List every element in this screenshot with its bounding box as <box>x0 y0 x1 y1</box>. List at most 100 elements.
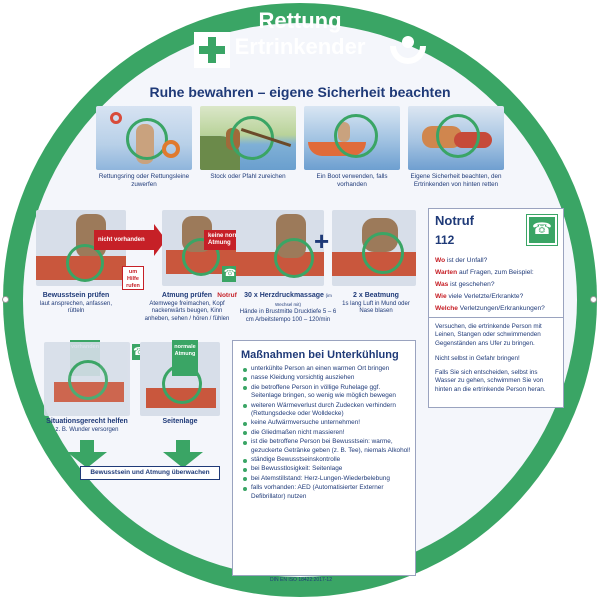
w-text: ist geschehen? <box>448 281 495 288</box>
first-aid-sequence: nicht vorhanden um Hilfe rufen keine nor… <box>36 210 416 340</box>
herzdruck-note: (im Wechsel mit) <box>275 293 332 307</box>
divider <box>429 317 563 318</box>
seitenlage-title: Seitenlage <box>162 418 198 425</box>
list-item: ständige Bewusstseinskontrolle <box>243 456 411 464</box>
notruf-phone-icon: ☎ <box>222 266 238 282</box>
list-item: die Gliedmaßen nicht massieren! <box>243 429 411 437</box>
w-item: Wo ist der Unfall? <box>435 255 561 267</box>
seitenlage-caption: Seitenlage <box>140 418 220 427</box>
notruf-para-1: Versuchen, die ertrinkende Person mit Le… <box>435 323 542 347</box>
herzdruck-caption: 30 x Herzdruckmassage (im Wechsel mit) H… <box>238 292 338 324</box>
massnahmen-list: unterkühlte Person an einen warmen Ort b… <box>233 365 415 501</box>
panel-eigene-sicherheit: Eigene Sicherheit beachten, den Ertrinke… <box>408 106 504 200</box>
massnahmen-box: Maßnahmen bei Unterkühlung unterkühlte P… <box>232 340 416 576</box>
beatmung-title: 2 x Beatmung <box>353 292 399 299</box>
arrow-down-icon <box>67 452 107 468</box>
um-hilfe-rufen-label: um Hilfe rufen <box>126 269 140 289</box>
w-key: Warten <box>435 269 458 276</box>
situation-title: Situationsgerecht helfen <box>46 418 128 425</box>
herzdruck-title: 30 x Herzdruckmassage <box>244 292 324 299</box>
herzdruck-desc: Hände in Brustmitte Drucktiefe 5 – 6 cm … <box>239 309 337 323</box>
caption-boot: Ein Boot verwenden, falls vorhanden <box>316 173 388 188</box>
w-item: Welche Verletzungen/Erkrankungen? <box>435 303 561 315</box>
list-item: die betroffene Person in völlige Ruhelag… <box>243 384 411 401</box>
recovery-section: vorhanden ☎ normale Atmung Situationsger… <box>40 340 220 480</box>
atmung-desc: Atemwege freimachen, Kopf nackenwärts be… <box>144 300 230 322</box>
situation-desc: z. B. Wunder versorgen <box>55 426 119 433</box>
panel-boot: Ein Boot verwenden, falls vorhanden <box>304 106 400 200</box>
list-item: unterkühlte Person an einen warmen Ort b… <box>243 365 411 373</box>
bewusstsein-illustration <box>36 210 126 286</box>
w-text: ist der Unfall? <box>445 257 488 264</box>
norm-label: DIN EN ISO 18422:2017-12 <box>270 577 332 583</box>
notruf-number: 112 <box>435 233 455 247</box>
caption-stock: Stock oder Pfahl zureichen <box>210 173 286 180</box>
monitor-box: Bewusstsein und Atmung überwachen <box>80 466 220 480</box>
list-item: weiteren Wärmeverlust durch Zudecken ver… <box>243 402 411 419</box>
mount-hole-left <box>2 296 9 303</box>
bewusstsein-title: Bewusstsein prüfen <box>42 292 110 299</box>
rescue-methods-row: Rettungsring oder Rettungsleine zuwerfen… <box>96 106 504 200</box>
atmung-title: Atmung prüfen <box>161 292 213 299</box>
arrow-down-right-stem <box>176 440 190 454</box>
beatmung-caption: 2 x Beatmung 1s lang Luft in Mund oder N… <box>336 292 416 316</box>
rettungsring-illustration <box>96 106 192 170</box>
svg-text:Deutsche Gesetzliche Unfallver: Deutsche Gesetzliche Unfallversicherung … <box>153 574 447 600</box>
w-key: Wie <box>435 293 447 300</box>
emergency-phone-icon: ☎ <box>526 214 558 246</box>
w-text: viele Verletzte/Erkrankte? <box>446 293 524 300</box>
w-questions: Wo ist der Unfall? Warten auf Fragen, zu… <box>435 255 561 315</box>
title-line-1: Rettung <box>258 8 342 33</box>
herzdruck-illustration <box>236 210 324 286</box>
w-key: Wo <box>435 257 446 264</box>
notruf-title: Notruf <box>435 213 474 228</box>
w-key: Welche <box>435 305 458 312</box>
notruf-box: Notruf 112 ☎ Wo ist der Unfall? Warten a… <box>428 208 564 408</box>
list-item: falls vorhanden: AED (Automatisierter Ex… <box>243 484 411 501</box>
list-item: keine Aufwärmversuche unternehmen! <box>243 419 411 427</box>
arrow-down-left-stem <box>80 440 94 454</box>
w-item: Wie viele Verletzte/Erkrankte? <box>435 291 561 303</box>
w-item: Warten auf Fragen, zum Beispiel: <box>435 267 561 279</box>
arrow-normale-atmung: normale Atmung <box>172 340 198 376</box>
panel-rettungsring: Rettungsring oder Rettungsleine zuwerfen <box>96 106 192 200</box>
boot-illustration <box>304 106 400 170</box>
eigene-sicherheit-illustration <box>408 106 504 170</box>
notruf-para-2: Nicht selbst in Gefahr bringen! <box>435 355 520 362</box>
atmung-caption: Atmung prüfen Atemwege freimachen, Kopf … <box>140 292 234 323</box>
panel-stock: Stock oder Pfahl zureichen <box>200 106 296 200</box>
mount-hole-right <box>590 296 597 303</box>
list-item: bei Bewusstlosigkeit: Seitenlage <box>243 465 411 473</box>
header: Rettung Ertrinkender <box>0 8 600 60</box>
beatmung-desc: 1s lang Luft in Mund oder Nase blasen <box>342 300 410 315</box>
list-item: ist die betroffene Person bei Bewusstsei… <box>243 438 411 455</box>
bewusstsein-desc: laut ansprechen, anfassen, rütteln <box>39 300 113 315</box>
situation-illustration <box>44 342 130 416</box>
w-text: Verletzungen/Erkrankungen? <box>457 305 545 312</box>
stock-illustration <box>200 106 296 170</box>
w-item: Was ist geschehen? <box>435 279 561 291</box>
notruf-para-3: Falls Sie sich entscheiden, selbst ins W… <box>435 369 546 393</box>
notruf-label: Notruf <box>217 292 237 299</box>
arrow-keine-atmung-label: keine normale Atmung <box>208 233 249 246</box>
w-key: Was <box>435 281 449 288</box>
beatmung-illustration <box>332 210 416 286</box>
list-item: nasse Kleidung vorsichtig ausziehen <box>243 374 411 382</box>
caption-eigene-sicherheit: Eigene Sicherheit beachten, den Ertrinke… <box>410 173 502 188</box>
arrow-nicht-vorhanden-label: nicht vorhanden <box>98 237 145 243</box>
situation-caption: Situationsgerecht helfen z. B. Wunder ve… <box>44 418 130 434</box>
first-aid-cross-icon <box>194 32 230 68</box>
arrow-down-icon <box>163 452 203 468</box>
title-line-2: Ertrinkender <box>234 34 366 59</box>
plus-icon: + <box>314 226 330 256</box>
footer-org-text: Deutsche Gesetzliche Unfallversicherung … <box>153 574 447 600</box>
dguv-logo <box>390 36 426 64</box>
w-text: auf Fragen, zum Beispiel: <box>457 269 534 276</box>
um-hilfe-rufen-badge: um Hilfe rufen <box>122 266 144 290</box>
section-title: Ruhe bewahren – eigene Sicherheit beacht… <box>149 84 451 100</box>
massnahmen-title: Maßnahmen bei Unterkühlung <box>241 349 399 361</box>
caption-rettungsring: Rettungsring oder Rettungsleine zuwerfen <box>98 173 190 188</box>
list-item: bei Atemstillstand: Herz-Lungen-Wiederbe… <box>243 475 411 483</box>
tag-normale-atmung: normale Atmung <box>174 344 196 357</box>
